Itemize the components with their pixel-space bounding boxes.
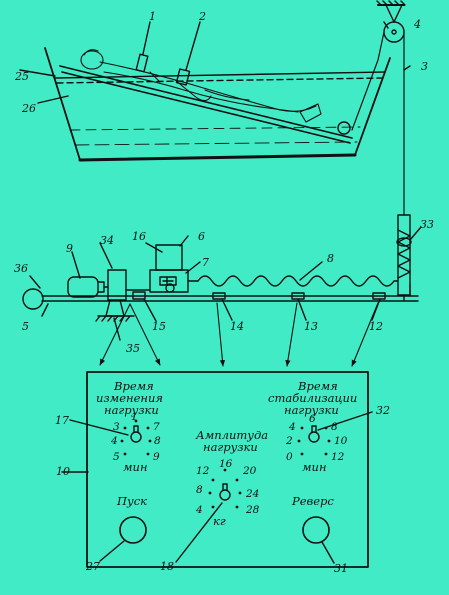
callout-4: 4: [413, 18, 421, 31]
callout-27: 27: [85, 560, 100, 573]
amp-tick-20: 20: [242, 465, 257, 477]
panel-time-change: Время изменения нагрузки 1 3 4 5 7 8 9 м…: [96, 379, 163, 474]
ts-tick-0: 0: [286, 451, 293, 463]
spring-33: [396, 214, 412, 301]
tc-tick-4: 4: [110, 435, 118, 447]
control-panel-10: [86, 371, 369, 568]
belt-2: [175, 68, 191, 86]
panel-amplitude: Амплитуда нагрузки 12 16 20 8 24 4 28 кг: [195, 428, 268, 528]
ts-tick-8: 8: [331, 421, 338, 433]
bath: [44, 47, 391, 162]
belt-1: [135, 53, 149, 73]
time-stab-title-1: Время: [297, 379, 338, 393]
callout-34: 34: [100, 234, 114, 247]
amplitude-title-2: нагрузки: [203, 440, 258, 454]
amp-tick-4: 4: [195, 504, 203, 516]
tc-tick-1: 1: [131, 411, 138, 423]
time-stab-title-3: нагрузки: [284, 403, 339, 417]
reverse-label: Реверс: [291, 494, 334, 508]
callout-numbers: 1 2 3 4 5 6 7 8 9 10 12 13 14 15 16 17 1…: [14, 10, 434, 575]
reducer-34: [107, 269, 127, 301]
amp-tick-8: 8: [196, 484, 203, 496]
amp-tick-24: 24: [245, 488, 259, 500]
wave-cable-8: [197, 275, 399, 287]
callout-16: 16: [132, 230, 146, 243]
callout-32: 32: [376, 404, 390, 417]
tc-tick-8: 8: [154, 435, 161, 447]
flywheel-36: [22, 288, 44, 310]
callout-1: 1: [149, 10, 156, 23]
time-change-title-2: изменения: [96, 391, 163, 405]
callout-25: 25: [14, 70, 29, 83]
callout-36: 36: [14, 262, 28, 275]
time-change-unit: мин: [123, 460, 148, 474]
ceiling-pulley: [376, 0, 406, 43]
amp-tick-16: 16: [219, 458, 233, 470]
inclined-board: [59, 65, 353, 144]
ts-tick-4: 4: [288, 421, 296, 433]
knob-amplitude[interactable]: [219, 483, 231, 501]
callout-8: 8: [327, 252, 334, 265]
time-change-title-3: нагрузки: [104, 403, 159, 417]
amp-tick-12: 12: [196, 465, 210, 477]
tc-tick-7: 7: [153, 421, 160, 433]
callout-12: 12: [369, 320, 383, 333]
drive-frame: [22, 244, 419, 322]
time-change-title-1: Время: [113, 379, 154, 393]
callout-2: 2: [198, 10, 206, 23]
time-stab-unit: мин: [302, 460, 327, 474]
amp-tick-28: 28: [245, 504, 260, 516]
callout-35: 35: [126, 342, 140, 355]
callout-3: 3: [421, 60, 428, 73]
callout-7: 7: [202, 256, 209, 269]
tc-tick-5: 5: [113, 451, 120, 463]
callout-18: 18: [160, 560, 174, 573]
callout-31: 31: [334, 562, 348, 575]
ts-tick-12: 12: [331, 451, 345, 463]
time-stab-title-2: стабилизации: [268, 391, 357, 405]
callout-14: 14: [230, 320, 244, 333]
switch-12: [372, 292, 386, 300]
motor-9: [67, 276, 99, 298]
panel-time-stab: Время стабилизации нагрузки 4 6 8 2 10 0…: [268, 379, 357, 474]
amplitude-title-1: Амплитуда: [195, 428, 268, 442]
callout-17: 17: [55, 414, 69, 427]
callout-10: 10: [56, 465, 70, 478]
ts-tick-6: 6: [309, 413, 316, 425]
callout-9: 9: [66, 242, 73, 255]
switch-14: [212, 292, 226, 300]
start-button[interactable]: [119, 516, 147, 544]
callout-5: 5: [22, 320, 29, 333]
knob-time-change[interactable]: [130, 425, 142, 443]
switch-15: [132, 291, 146, 300]
callout-13: 13: [304, 320, 318, 333]
amplitude-unit: кг: [213, 514, 226, 528]
callout-33: 33: [420, 218, 434, 231]
tc-tick-3: 3: [113, 421, 120, 433]
scale-dots: [120, 419, 331, 509]
knob-time-stab[interactable]: [308, 425, 320, 443]
tc-tick-9: 9: [153, 451, 160, 463]
reverse-button[interactable]: [302, 516, 330, 544]
cable-3: [351, 31, 405, 216]
bath-pulley: [337, 121, 351, 135]
weight-6: [155, 244, 183, 271]
ts-tick-2: 2: [285, 435, 293, 447]
callout-26: 26: [21, 102, 36, 115]
callout-15: 15: [152, 320, 166, 333]
callout-6: 6: [198, 230, 205, 243]
start-label: Пуск: [116, 494, 147, 508]
ts-tick-10: 10: [334, 435, 348, 447]
